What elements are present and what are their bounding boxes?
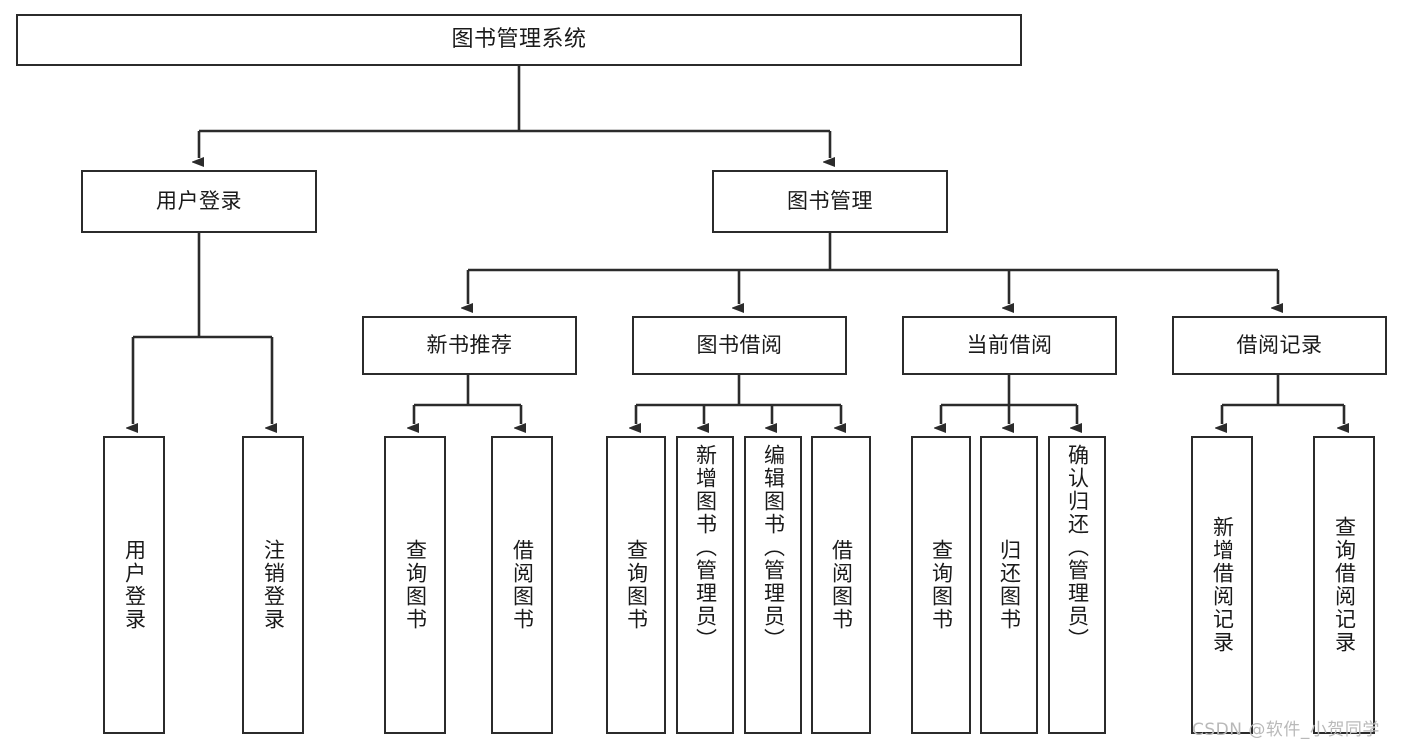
node-root-system[interactable]: 图书管理系统 (16, 14, 1022, 66)
node-label: 新增借阅记录 (1210, 516, 1235, 654)
leaf-query-book-current[interactable]: 查询图书 (911, 436, 971, 734)
node-label: 新书推荐 (426, 333, 513, 358)
node-label: 借阅图书 (829, 539, 854, 631)
leaf-confirm-return-admin[interactable]: 确认归还（管理员） (1048, 436, 1106, 734)
node-label: 借阅图书 (510, 539, 535, 631)
node-book-borrow[interactable]: 图书借阅 (632, 316, 847, 375)
node-label: 图书管理 (787, 189, 873, 214)
leaf-add-book-admin[interactable]: 新增图书（管理员） (676, 436, 734, 734)
leaf-borrow-book-newbook[interactable]: 借阅图书 (491, 436, 553, 734)
node-label: 图书借阅 (696, 333, 783, 358)
node-label: 归还图书 (997, 539, 1022, 631)
node-label: 用户登录 (156, 189, 242, 214)
leaf-query-borrow-record[interactable]: 查询借阅记录 (1313, 436, 1375, 734)
node-book-management[interactable]: 图书管理 (712, 170, 948, 233)
node-label: 注销登录 (261, 539, 286, 631)
node-label: 新增图书（管理员） (693, 444, 718, 651)
watermark-csdn: CSDN @软件_小贺同学 (1192, 720, 1380, 740)
node-label: 当前借阅 (966, 333, 1053, 358)
leaf-user-login[interactable]: 用户登录 (103, 436, 165, 734)
leaf-query-book-newbook[interactable]: 查询图书 (384, 436, 446, 734)
node-label: 查询图书 (624, 539, 649, 631)
leaf-borrow-book[interactable]: 借阅图书 (811, 436, 871, 734)
node-label: 查询图书 (929, 539, 954, 631)
leaf-return-book[interactable]: 归还图书 (980, 436, 1038, 734)
node-current-borrow[interactable]: 当前借阅 (902, 316, 1117, 375)
leaf-query-book-borrow[interactable]: 查询图书 (606, 436, 666, 734)
leaf-add-borrow-record[interactable]: 新增借阅记录 (1191, 436, 1253, 734)
node-label: 编辑图书（管理员） (761, 444, 786, 651)
leaf-logout[interactable]: 注销登录 (242, 436, 304, 734)
leaf-edit-book-admin[interactable]: 编辑图书（管理员） (744, 436, 802, 734)
node-label: 查询图书 (403, 539, 428, 631)
node-label: 用户登录 (122, 539, 147, 631)
node-borrow-record[interactable]: 借阅记录 (1172, 316, 1387, 375)
node-new-book-recommend[interactable]: 新书推荐 (362, 316, 577, 375)
node-label: 确认归还（管理员） (1065, 444, 1090, 651)
node-label: 借阅记录 (1236, 333, 1323, 358)
node-user-login[interactable]: 用户登录 (81, 170, 317, 233)
node-label: 查询借阅记录 (1332, 516, 1357, 654)
node-label: 图书管理系统 (451, 27, 587, 53)
